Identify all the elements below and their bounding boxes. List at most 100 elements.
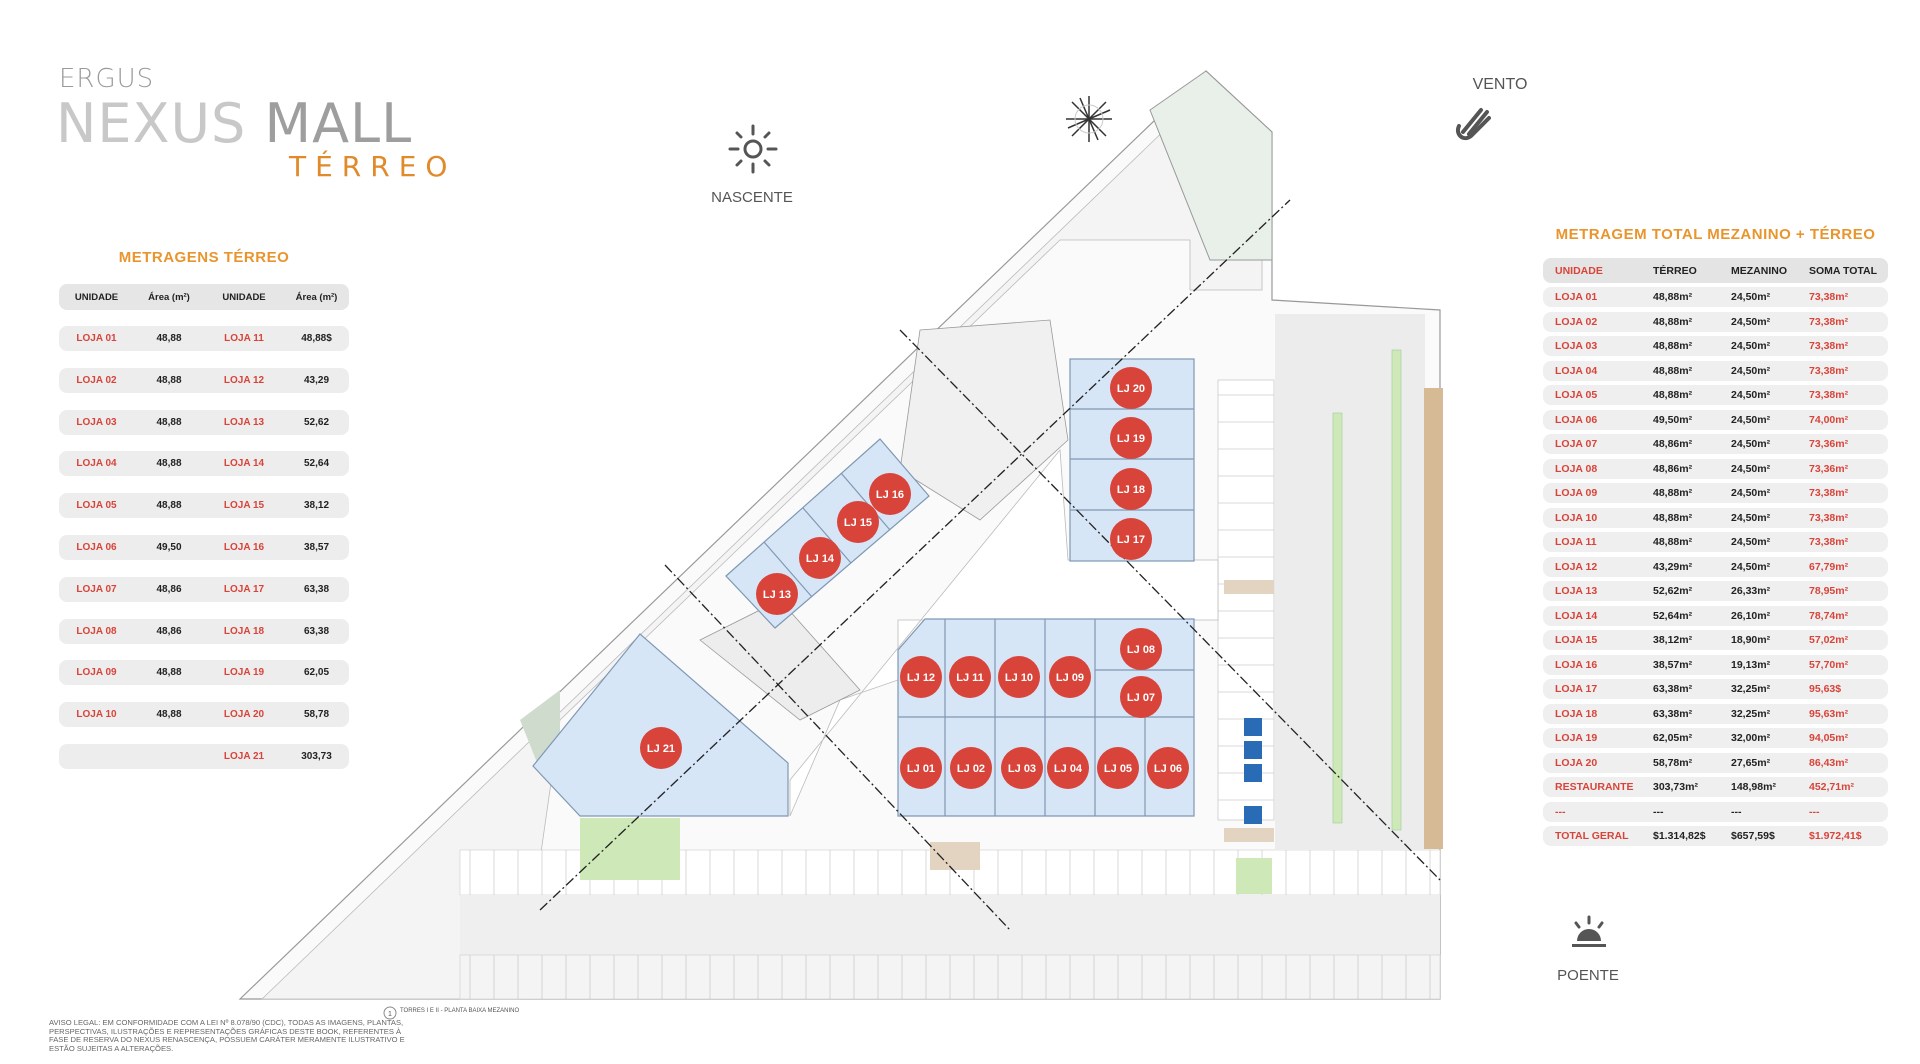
ground-cell: 48,88m² <box>1653 487 1693 499</box>
area-cell: 48,86 <box>156 625 182 637</box>
store-marker[interactable] <box>1047 747 1089 789</box>
brand-name-part2: MALL <box>264 92 413 155</box>
header-mezzanine: MEZANINO <box>1731 264 1787 277</box>
unit-cell: LOJA 08 <box>76 625 117 637</box>
brand-name-part1: NEXUS <box>56 92 247 155</box>
header-unit: UNIDADE <box>74 291 119 303</box>
total-cell: 95,63$ <box>1809 683 1842 695</box>
section-lines <box>539 199 1441 931</box>
ground-cell: 62,05m² <box>1653 732 1693 744</box>
store-marker[interactable] <box>869 473 911 515</box>
mezzanine-cell: 24,50m² <box>1731 536 1771 548</box>
unit-cell: LOJA 20 <box>223 709 265 721</box>
store-marker-label: LJ 04 <box>1054 763 1083 775</box>
table-row: ------------ <box>1543 801 1888 822</box>
right-table-title: METRAGEM TOTAL MEZANINO + TÉRREO <box>1555 226 1876 243</box>
unit-cell: LOJA 10 <box>1555 511 1598 524</box>
store-marker-label: LJ 18 <box>1117 484 1145 496</box>
unit-cell: LOJA 04 <box>1555 364 1598 377</box>
unit-cell: LOJA 10 <box>76 709 117 721</box>
mezzanine-cell: 32,25m² <box>1731 707 1771 720</box>
ground-cell: 49,50m² <box>1653 413 1693 426</box>
store-marker[interactable] <box>1001 747 1043 789</box>
unit-cell: LOJA 09 <box>76 667 117 679</box>
store-marker-label: LJ 10 <box>1005 672 1033 684</box>
unit-cell: TOTAL GERAL <box>1555 830 1629 842</box>
store-marker-label: LJ 02 <box>957 763 985 775</box>
unit-cell: LOJA 07 <box>1555 438 1598 450</box>
mezzanine-cell: 24,50m² <box>1731 291 1771 303</box>
total-cell: 73,36m² <box>1809 438 1849 450</box>
store-marker[interactable] <box>1120 628 1162 670</box>
ground-cell: 303,73m² <box>1653 781 1698 793</box>
store-marker[interactable] <box>950 747 992 789</box>
store-marker[interactable] <box>640 727 682 769</box>
total-cell: 94,05m² <box>1809 732 1849 744</box>
store-marker[interactable] <box>1147 747 1189 789</box>
store-marker[interactable] <box>949 656 991 698</box>
store-marker[interactable] <box>998 656 1040 698</box>
sunrise-label: NASCENTE <box>711 189 793 206</box>
compass-rose-icon <box>1066 96 1112 142</box>
store-marker-label: LJ 15 <box>844 517 872 529</box>
store-marker-label: LJ 21 <box>647 743 675 755</box>
area-cell: 48,88 <box>156 667 182 679</box>
ground-cell: --- <box>1653 805 1664 818</box>
store-marker[interactable] <box>1049 656 1091 698</box>
ground-cell: 48,88m² <box>1653 364 1693 377</box>
store-marker[interactable] <box>1110 518 1152 560</box>
unit-cell: LOJA 15 <box>223 500 265 512</box>
mezzanine-cell: 24,50m² <box>1731 511 1771 524</box>
unit-cell: LOJA 13 <box>1555 585 1598 597</box>
store-marker-label: LJ 03 <box>1008 763 1036 775</box>
store-marker-label: LJ 20 <box>1117 383 1145 395</box>
store-marker-label: LJ 07 <box>1127 692 1155 704</box>
store-marker[interactable] <box>799 537 841 579</box>
unit-cell: LOJA 15 <box>1555 634 1598 646</box>
store-marker-label: LJ 19 <box>1117 433 1145 445</box>
ground-cell: 58,78m² <box>1653 756 1693 769</box>
store-marker[interactable] <box>900 656 942 698</box>
total-cell: 73,38m² <box>1809 487 1849 499</box>
store-marker[interactable] <box>1110 417 1152 459</box>
store-marker[interactable] <box>1120 676 1162 718</box>
area-cell: 48,88 <box>156 333 182 344</box>
brand-title: NEXUS MALL <box>56 92 412 155</box>
mezzanine-cell: 24,50m² <box>1731 560 1771 573</box>
total-cell: 73,38m² <box>1809 536 1849 548</box>
unit-cell: LOJA 08 <box>1555 462 1598 475</box>
store-marker[interactable] <box>1097 747 1139 789</box>
ground-cell: 48,88m² <box>1653 315 1693 328</box>
store-marker[interactable] <box>1110 468 1152 510</box>
store-marker[interactable] <box>837 501 879 543</box>
total-cell: 73,38m² <box>1809 364 1849 377</box>
table-header: UNIDADE Área (m²) UNIDADE Área (m²) <box>59 284 349 310</box>
wind-icon <box>1456 108 1491 141</box>
brand-company: ERGUS <box>59 64 155 94</box>
unit-cell: LOJA 18 <box>223 625 265 637</box>
bottom-parking <box>459 818 1441 1000</box>
store-marker[interactable] <box>756 573 798 615</box>
store-marker[interactable] <box>1110 367 1152 409</box>
total-cell: 95,63m² <box>1809 707 1849 720</box>
circulation-area <box>699 319 1219 817</box>
ground-floor-area-table: UNIDADE Área (m²) UNIDADE Área (m²) LOJA… <box>59 284 349 786</box>
store-marker[interactable] <box>900 747 942 789</box>
total-cell: 74,00m² <box>1809 413 1849 426</box>
total-cell: --- <box>1809 805 1820 818</box>
accessible-parking-icon <box>1244 741 1262 759</box>
left-table-title: METRAGENS TÉRREO <box>118 249 290 266</box>
mezzanine-cell: 24,50m² <box>1731 315 1771 328</box>
